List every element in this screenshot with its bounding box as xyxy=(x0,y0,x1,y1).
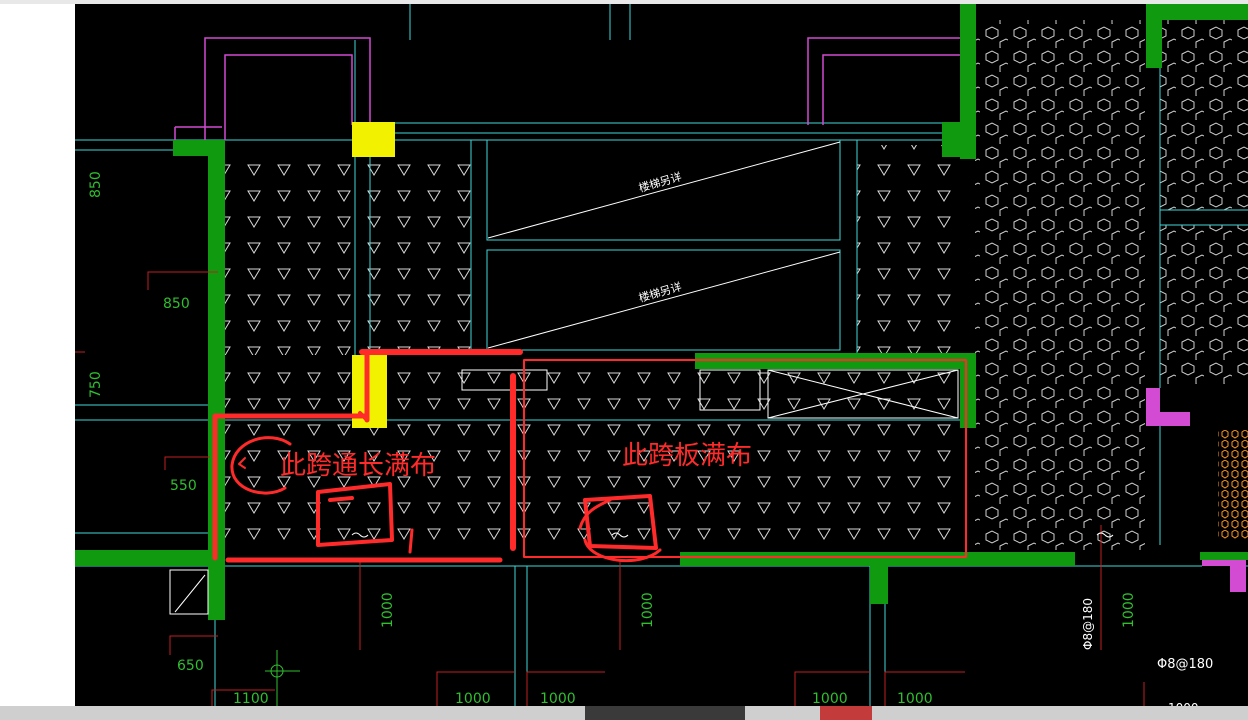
annotation-markup xyxy=(212,349,967,563)
dim-750: 750 xyxy=(88,371,104,398)
dim-1000-v1: 1000 xyxy=(380,592,396,628)
dim-1000-v3: 1000 xyxy=(1121,592,1137,628)
rebar-label: Φ8@180 xyxy=(1157,657,1213,672)
status-tab-red[interactable] xyxy=(820,706,872,720)
stair-diagonals xyxy=(487,141,841,349)
dim-550: 550 xyxy=(170,478,197,494)
window-left-margin xyxy=(0,0,75,720)
dim-1000-b: 1000 xyxy=(540,691,576,707)
slab-hatch-regions xyxy=(224,20,1248,553)
dim-1100: 1100 xyxy=(233,691,269,707)
status-tab-dark[interactable] xyxy=(585,706,745,720)
dim-1000-a: 1000 xyxy=(455,691,491,707)
dim-1000-c: 1000 xyxy=(812,691,848,707)
annotation-right-note: 此跨板满布 xyxy=(622,441,752,471)
opening-symbols xyxy=(169,369,959,615)
magenta-outlines xyxy=(174,37,960,140)
dim-1000-v2: 1000 xyxy=(640,592,656,628)
green-walls xyxy=(75,4,1248,620)
rebar-label-vertical: Φ8@180 xyxy=(1081,598,1095,650)
dim-850-a: 850 xyxy=(88,171,104,198)
dimension-lines xyxy=(75,271,1145,706)
dim-1000-d: 1000 xyxy=(897,691,933,707)
window-top-border xyxy=(0,0,1248,4)
yellow-column-top xyxy=(352,122,395,157)
dim-850-b: 850 xyxy=(163,296,190,312)
dimension-labels: 850 850 750 550 650 1100 1000 1000 1000 … xyxy=(88,171,1137,707)
annotation-left-note: 此跨通长满布 xyxy=(280,451,436,481)
rebar-symbols xyxy=(351,532,1114,538)
dim-650: 650 xyxy=(177,658,204,674)
